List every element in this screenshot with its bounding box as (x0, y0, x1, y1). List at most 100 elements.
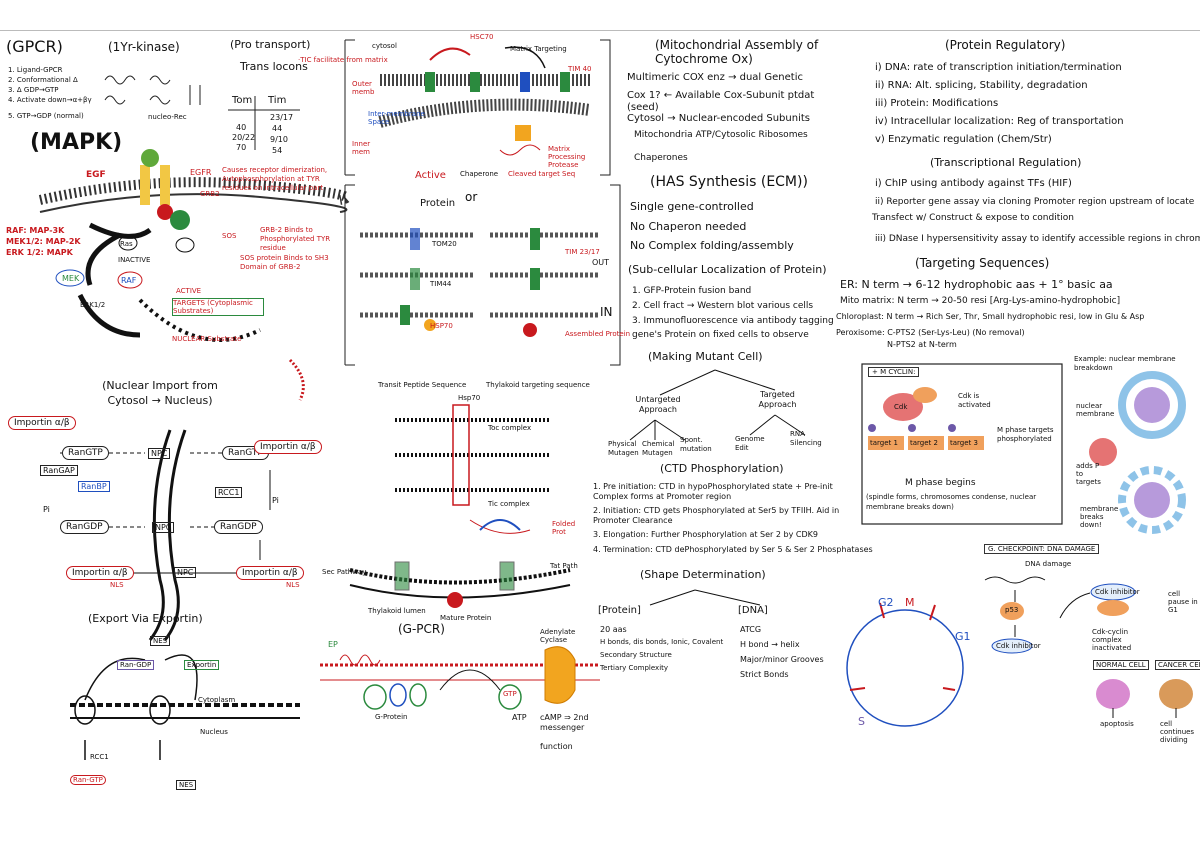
cyclin-title: + M CYCLIN: (868, 367, 920, 377)
regulatory-title: (Protein Regulatory) (945, 38, 1066, 52)
trans-locons: Trans locons (240, 60, 308, 73)
subcellular-item: 1. GFP-Protein fusion band (632, 286, 752, 296)
cdk-inhibitor-label: Cdk inhibitor (996, 642, 1041, 650)
pi-label: Pi (43, 505, 50, 514)
export-title: (Export Via Exportin) (88, 612, 203, 625)
rangtp-box: RanGTP (62, 446, 109, 460)
targeting-item: Chloroplast: N term → Rich Ser, Thr, Sma… (836, 312, 1145, 321)
ctd-title: (CTD Phosphorylation) (660, 462, 784, 475)
egfr-label: EGFR (190, 168, 212, 177)
cdk-activated: Cdk is activated (958, 392, 991, 409)
nucleus-label: Nucleus (200, 728, 228, 736)
has-item: Single gene-controlled (630, 200, 754, 213)
mito-assembly-item: Cytosol → Nuclear-encoded Subunits (627, 113, 810, 124)
p53-label: p53 (1005, 606, 1019, 614)
tom-value: 70 (236, 143, 247, 152)
shape-title: (Shape Determination) (640, 568, 766, 581)
raf-label: RAF (121, 276, 137, 285)
shape-protein-item: Tertiary Complexity (600, 664, 669, 672)
mutant-tree (629, 369, 806, 606)
nls-label: NLS (110, 581, 124, 589)
rcc1-export-label: RCC1 (90, 753, 109, 761)
ctd-item: 3. Elongation: Further Phosphorylation a… (593, 530, 818, 539)
inner-mem-label: Inner mem (352, 140, 371, 156)
atp-label: ATP (512, 713, 527, 722)
gpcr-step: 1. Ligand-GPCR (8, 66, 63, 74)
out-label: OUT (592, 258, 610, 267)
sos-label: SOS (222, 232, 237, 240)
grb2-label: GRB2 (200, 190, 220, 198)
tx-item: i) ChIP using antibody against TFs (HIF) (875, 178, 1072, 189)
active-label: Active (415, 170, 446, 181)
chaperone-label: Chaperone (460, 170, 499, 178)
subcellular-item: 2. Cell fract → Western blot various cel… (632, 301, 814, 311)
targeted-item: Genome Edit (735, 435, 765, 452)
has-item: No Chaperon needed (630, 220, 747, 233)
matrix-targeting-label: Matrix Targeting (510, 45, 567, 53)
nuclear-membrane-label: nuclear membrane (1076, 402, 1115, 418)
erk-label: ERK1/2 (80, 301, 106, 309)
shape-dna-item: Major/minor Grooves (740, 655, 824, 664)
rtk-label: nucleo-Rec (148, 113, 187, 121)
m-label: M (905, 596, 915, 609)
adds-p-label: adds P to targets (1076, 462, 1101, 486)
cdk-inhibitor-label-2: Cdk inhibitor (1095, 588, 1140, 596)
mature-protein-label: Mature Protein (440, 614, 492, 622)
gpcr-step: 4. Activate down→α+βγ (8, 96, 92, 104)
subcellular-title: (Sub-cellular Localization of Protein) (628, 263, 827, 276)
untargeted-item: Chemical Mutagen (642, 440, 675, 457)
target-3: target 3 (950, 439, 978, 447)
m-phase-detail: (spindle forms, chromosomes condense, nu… (866, 493, 1037, 511)
regulatory-item: i) DNA: rate of transcription initiation… (875, 62, 1122, 73)
regulatory-item: iv) Intracellular localization: Reg of t… (875, 116, 1124, 127)
rangap-label: RanGAP (40, 465, 78, 476)
tom20-label: TOM20 (432, 240, 457, 248)
gpcr-title: (GPCR) (6, 37, 63, 56)
mito-assembly-item: Cox 1? ← Available Cox-Subunit ptdat (se… (627, 90, 815, 113)
cdk-label: Cdk (894, 403, 908, 411)
cell-pause-label: cell pause in G1 (1168, 590, 1198, 614)
mito-diagram (344, 39, 611, 176)
outer-memb-label: Outer memb (352, 80, 375, 96)
shape-dna-item: Strict Bonds (740, 670, 789, 679)
npc-label: NPC (148, 448, 171, 459)
ctd-item: 1. Pre initiation: CTD in hypoPhosphoryl… (593, 482, 833, 501)
shape-dna-label: [DNA] (738, 605, 768, 616)
tx-item: iii) DNase I hypersensitivity assay to i… (875, 234, 1200, 244)
cytosol-label: cytosol (372, 42, 397, 50)
has-title: (HAS Synthesis (ECM)) (650, 174, 808, 190)
cancer-cell-label: CANCER CELL (1155, 660, 1200, 670)
has-item: No Complex folding/assembly (630, 239, 794, 252)
shape-dna-item: H bond → helix (740, 640, 800, 649)
ranbp-label: RanBP (78, 481, 110, 492)
npc-label: NPC (174, 567, 197, 578)
nuclear-import-title: (Nuclear Import from Cytosol → Nucleus) (102, 379, 218, 407)
targets-phosphorylated: M phase targets phosphorylated (997, 426, 1054, 443)
regulatory-item: iii) Protein: Modifications (875, 98, 999, 109)
gpcr-step: 2. Conformational Δ (8, 76, 78, 84)
export-diagram (70, 654, 300, 760)
gpcr-step: 3. Δ GDP→GTP (8, 86, 59, 94)
cyclin-diagram (868, 371, 1186, 534)
untargeted-label: Untargeted Approach (635, 395, 681, 414)
cell-continues-label: cell continues dividing (1160, 720, 1195, 744)
mito-assembly-item: Chaperones (634, 153, 688, 163)
g2-label: G2 (878, 596, 894, 609)
tx-item: ii) Reporter gene assay via cloning Prom… (875, 197, 1195, 207)
cyclin-box-border (861, 363, 1063, 525)
tom-label: Tom (232, 95, 253, 106)
ep-label: EP (328, 640, 338, 649)
ctd-item: 2. Initiation: CTD gets Phosphorylated a… (593, 506, 840, 525)
cell-cycle (846, 576, 1193, 727)
sos-note: SOS protein Binds to SH3 Domain of GRB-2 (240, 254, 329, 271)
mito-assembly-title: (Mitochondrial Assembly of Cytochrome Ox… (655, 38, 819, 66)
target-2: target 2 (910, 439, 938, 447)
ctd-item: 4. Termination: CTD dePhosphorylated by … (593, 545, 873, 554)
mpp-label: Matrix Processing Protease (548, 145, 586, 169)
s-label: S (858, 715, 865, 728)
targeted-item: RNA Silencing (790, 430, 822, 447)
subcellular-item: 3. Immunofluorescence via antibody taggi… (632, 316, 834, 326)
tim-value: 9/10 (270, 135, 288, 144)
gpcr2-title: (G-PCR) (398, 622, 445, 636)
